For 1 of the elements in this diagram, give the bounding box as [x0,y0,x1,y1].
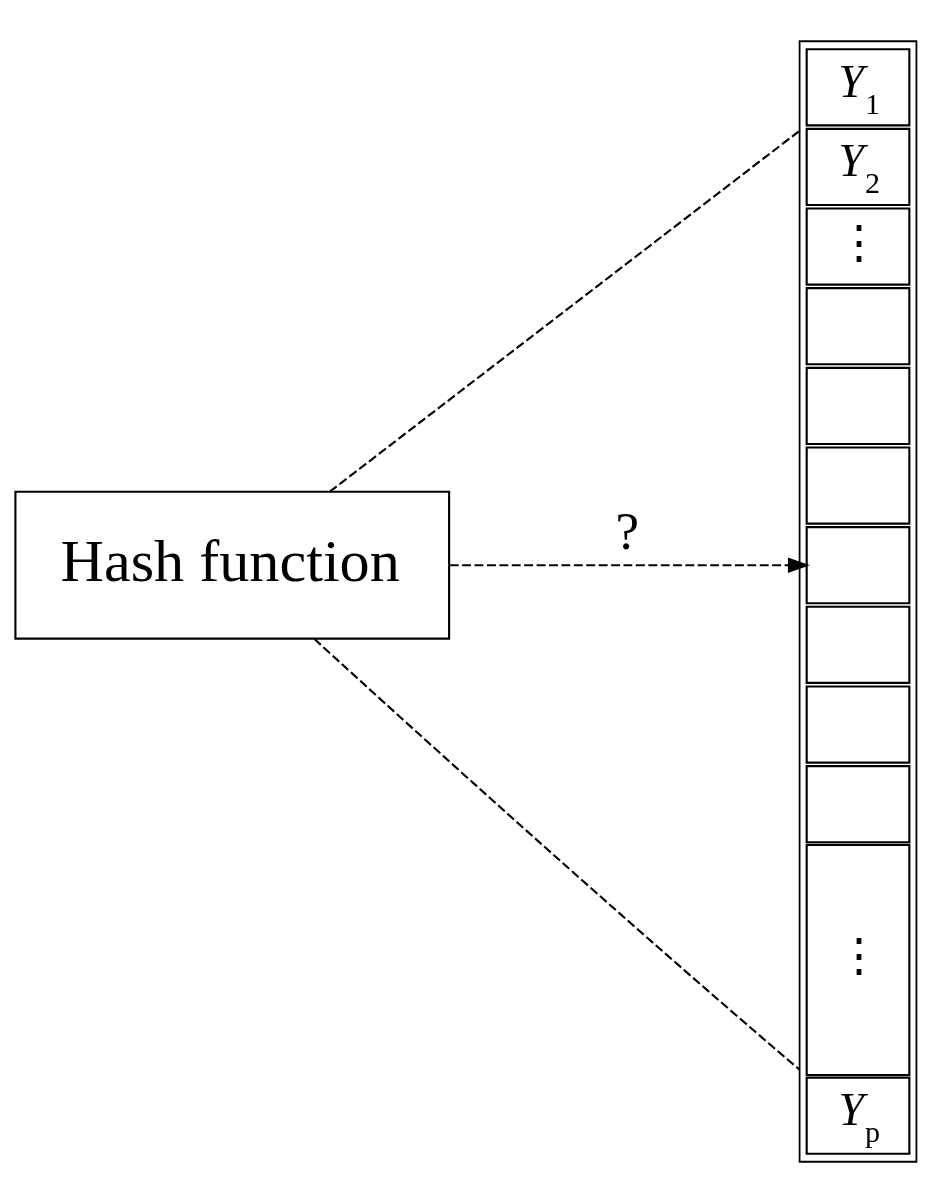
edge-label: ? [615,502,640,561]
